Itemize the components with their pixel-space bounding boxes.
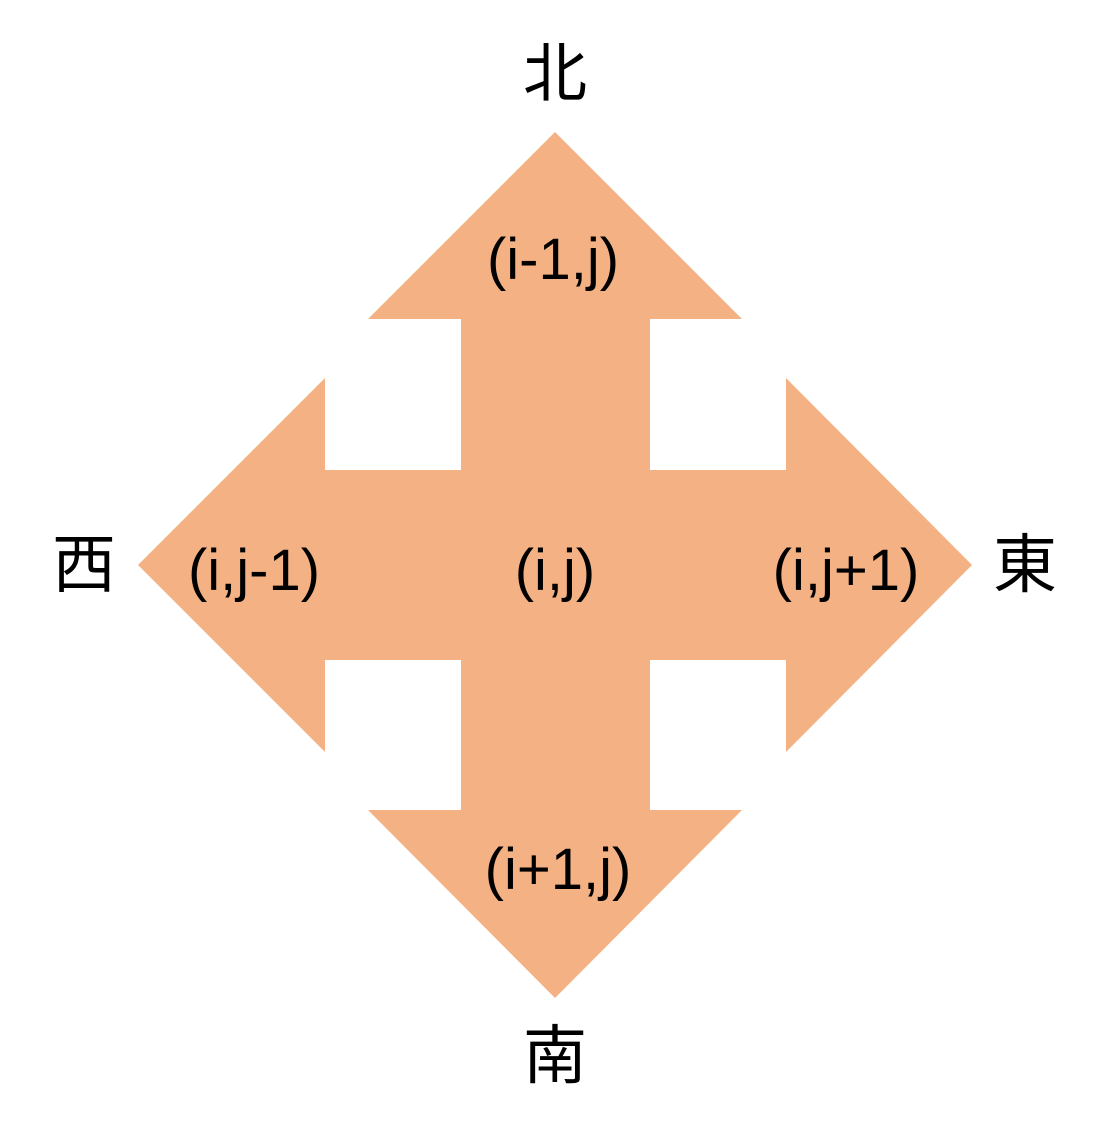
cell-center-label: (i,j) <box>515 538 596 603</box>
cell-south-label: (i+1,j) <box>485 837 632 902</box>
cell-east-label: (i,j+1) <box>773 538 920 603</box>
east-label: 東 <box>993 529 1057 603</box>
south-label: 南 <box>523 1020 587 1094</box>
cell-north-label: (i-1,j) <box>487 227 619 292</box>
north-label: 北 <box>523 38 587 112</box>
west-label: 西 <box>52 529 116 603</box>
four-way-arrow-shape <box>138 132 972 998</box>
cell-west-label: (i,j-1) <box>188 538 320 603</box>
